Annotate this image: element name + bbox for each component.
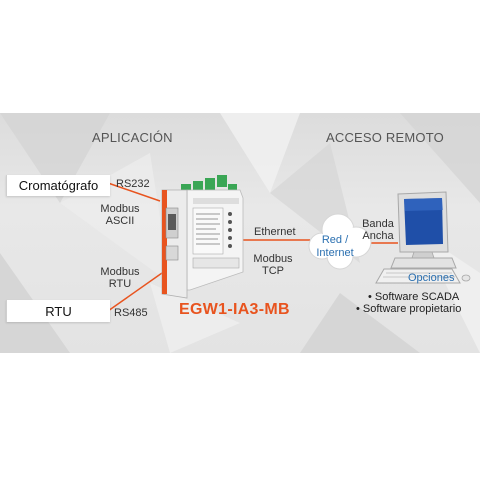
device-model-label: EGW1-IA3-MB — [179, 301, 290, 318]
network-line2: Internet — [316, 247, 354, 259]
rs232-label: RS232 — [116, 178, 150, 190]
remote-access-header: ACCESO REMOTO — [326, 130, 444, 145]
ethernet-label: Ethernet — [254, 226, 296, 238]
broadband-line1: Banda — [362, 218, 394, 230]
broadband-line2: Ancha — [362, 230, 394, 242]
chromatograph-box: Cromatógrafo — [6, 175, 110, 196]
modbus-tcp-line1: Modbus — [253, 253, 293, 265]
option-proprietary: • Software propietario — [356, 303, 462, 315]
broadband-label: Banda Ancha — [353, 218, 403, 242]
rs485-label: RS485 — [114, 307, 148, 319]
rs232-line — [107, 182, 161, 202]
modbus-ascii-line2: ASCII — [105, 215, 135, 227]
modbus-tcp-label: Modbus TCP — [248, 253, 298, 277]
network-label: Red / Internet — [307, 234, 363, 260]
modbus-ascii-label: Modbus ASCII — [95, 203, 145, 227]
modbus-rtu-line1: Modbus — [100, 266, 140, 278]
rtu-box: RTU — [6, 300, 110, 322]
application-header: APLICACIÓN — [92, 130, 173, 145]
modbus-rtu-line2: RTU — [108, 278, 132, 290]
network-line1: Red / — [321, 234, 349, 246]
modbus-tcp-line2: TCP — [262, 265, 284, 277]
rs485-line — [107, 272, 163, 312]
options-title: Opciones — [408, 272, 455, 284]
option-scada: • Software SCADA — [368, 291, 460, 303]
modbus-rtu-label: Modbus RTU — [95, 266, 145, 290]
modbus-ascii-line1: Modbus — [100, 203, 140, 215]
